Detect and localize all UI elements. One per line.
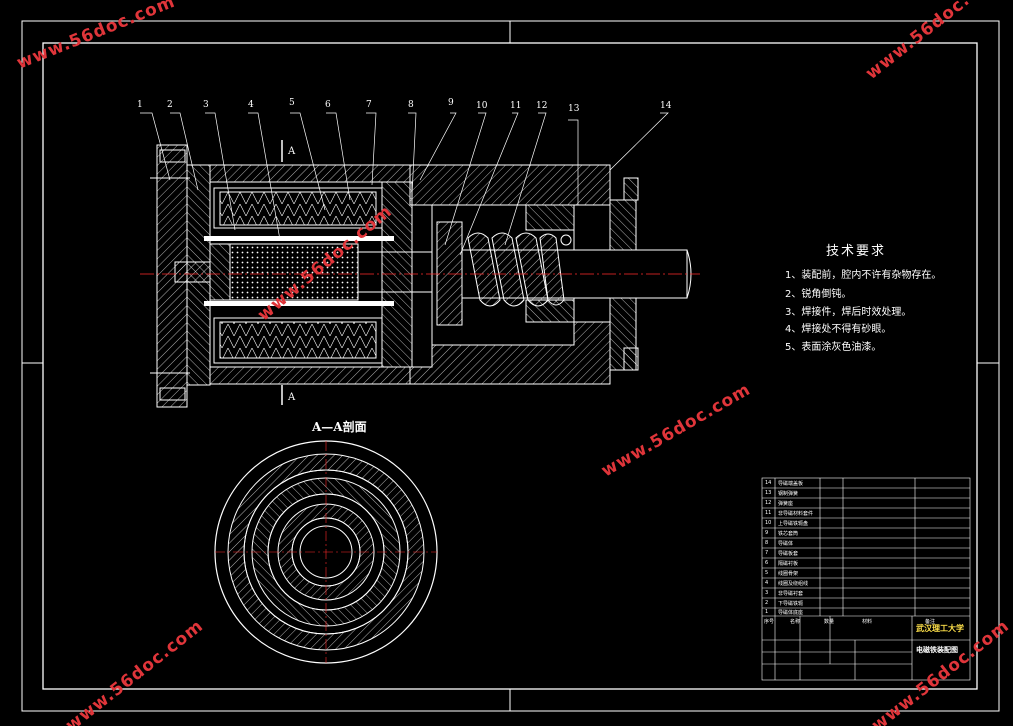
drawing-name: 电磁铁装配图 (916, 646, 958, 654)
header-cell: 序号 (764, 619, 775, 625)
part-number-3: 3 (203, 100, 209, 110)
cut-marker-top: A (288, 146, 296, 157)
parts-row-name: 弹簧座 (778, 501, 794, 507)
parts-row-no: 1 (765, 609, 769, 615)
header-cell: 数量 (824, 619, 835, 625)
requirement-item: 1、装配前，腔内不许有杂物存在。 (785, 270, 942, 281)
parts-row-name: 非导磁衬套 (778, 591, 804, 597)
requirement-item: 3、焊接件，焊后时效处理。 (785, 307, 912, 318)
part-number-2: 2 (167, 100, 173, 110)
parts-row-name: 下导磁铁轭 (778, 601, 804, 607)
parts-row-no: 2 (765, 600, 769, 606)
parts-row-name: 线圈骨架 (778, 571, 799, 577)
parts-row-name: 导磁体底座 (778, 610, 804, 616)
part-number-11: 11 (510, 101, 522, 111)
header-cell: 备注 (925, 619, 936, 625)
part-number-8: 8 (408, 100, 414, 110)
requirements-title: 技术要求 (826, 244, 887, 259)
part-number-10: 10 (476, 101, 488, 111)
section-label: A—A剖面 (312, 420, 367, 434)
part-number-12: 12 (536, 101, 548, 111)
part-number-7: 7 (366, 100, 372, 110)
parts-row-name: 线圈及绕组线 (778, 581, 809, 587)
title-block (761, 477, 971, 681)
parts-row-no: 8 (765, 540, 769, 546)
parts-row-no: 5 (765, 570, 769, 576)
parts-row-name: 非导磁材料套件 (778, 511, 814, 517)
school-name: 武汉理工大学 (916, 624, 964, 633)
parts-row-name: 导磁体 (778, 541, 794, 547)
header-cell: 名称 (790, 619, 801, 625)
part-number-4: 4 (248, 100, 254, 110)
requirement-item: 5、表面涂灰色油漆。 (785, 342, 882, 353)
parts-row-no: 12 (765, 500, 772, 506)
electromagnet-section (140, 112, 700, 408)
header-cell: 材料 (862, 619, 873, 625)
parts-row-name: 导磁板套 (778, 551, 799, 557)
part-number-13: 13 (568, 104, 580, 114)
parts-row-name: 铁芯套筒 (778, 531, 799, 537)
cut-marker-bottom: A (288, 392, 296, 403)
part-number-6: 6 (325, 100, 331, 110)
parts-row-name: 导磁端盖板 (778, 481, 804, 487)
parts-row-no: 10 (765, 520, 772, 526)
parts-row-no: 7 (765, 550, 769, 556)
parts-row-name: 上导磁铁轭盘 (778, 521, 809, 527)
parts-row-no: 13 (765, 490, 772, 496)
part-number-1: 1 (137, 100, 143, 110)
parts-row-no: 6 (765, 560, 769, 566)
parts-row-no: 4 (765, 580, 769, 586)
parts-row-no: 3 (765, 590, 769, 596)
parts-row-no: 11 (765, 510, 772, 516)
part-number-14: 14 (660, 101, 672, 111)
part-number-5: 5 (289, 98, 295, 108)
parts-row-name: 钢制弹簧 (778, 491, 799, 497)
parts-row-name: 隔磁衬板 (778, 561, 799, 567)
requirement-item: 4、焊接处不得有砂眼。 (785, 324, 892, 335)
parts-row-no: 9 (765, 530, 769, 536)
section-a-a-view (214, 440, 438, 664)
part-number-9: 9 (448, 98, 454, 108)
requirement-item: 2、锐角倒钝。 (785, 289, 852, 300)
parts-row-no: 14 (765, 480, 772, 486)
